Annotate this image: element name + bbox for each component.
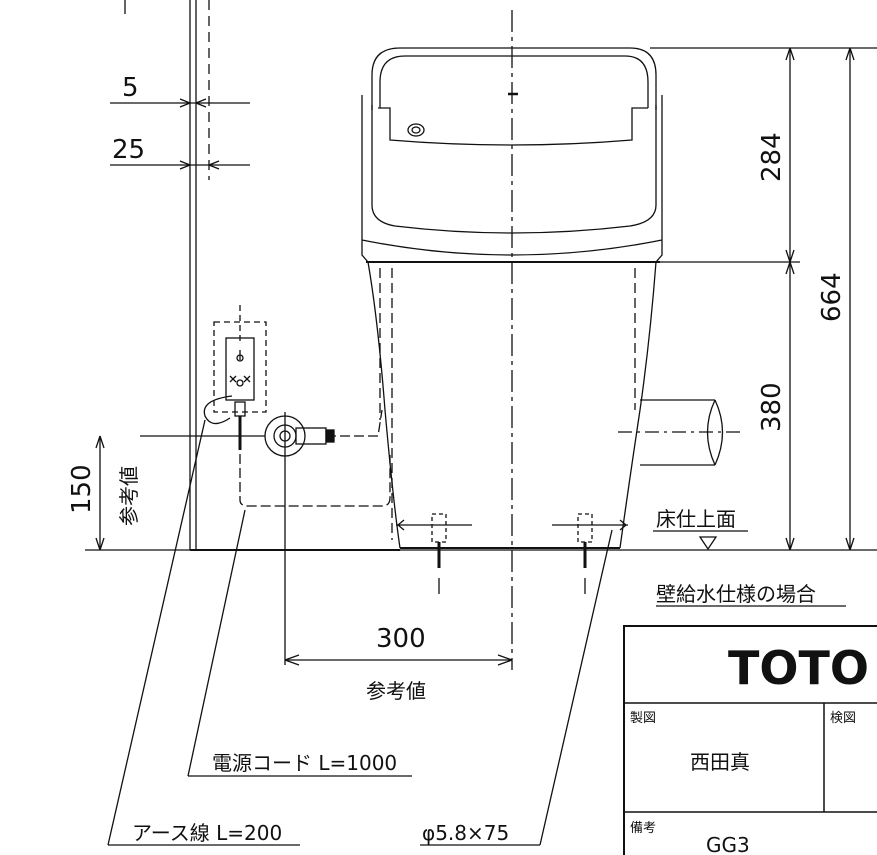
water-pipe <box>640 399 715 466</box>
drawn-by: 西田真 <box>690 750 750 774</box>
wall-supply-label: 壁給水仕様の場合 <box>656 582 816 606</box>
floor-bolt <box>396 513 472 594</box>
checked-label: 検図 <box>830 711 856 726</box>
reference-value: 参考値 <box>366 679 426 703</box>
supply-hose <box>326 409 383 437</box>
remarks-label: 備考 <box>630 820 656 836</box>
outlet-box <box>213 321 267 413</box>
dim-150: 150 <box>67 464 97 514</box>
dim-664: 664 <box>817 272 847 322</box>
power-cord-label: 電源コード L=1000 <box>212 751 397 775</box>
dim-284: 284 <box>757 132 787 182</box>
dim-25: 25 <box>112 135 145 165</box>
floor-finish-marker <box>698 536 718 551</box>
floor-bolt <box>552 513 628 594</box>
floor-finish-label: 床仕上面 <box>656 507 736 531</box>
dim-5: 5 <box>122 73 139 103</box>
reference-value-vertical: 参考値 <box>117 466 141 526</box>
drawn-by-label: 製図 <box>630 711 656 726</box>
earth-wire-label: アース線 L=200 <box>132 821 282 845</box>
button-icon <box>407 123 425 137</box>
remarks: GG3 <box>706 833 750 855</box>
toilet-tank-lid <box>371 47 657 110</box>
bolt-label: φ5.8×75 <box>422 821 509 845</box>
dim-300: 300 <box>376 624 426 654</box>
dim-380: 380 <box>757 382 787 432</box>
toto-logo: TOTO <box>728 641 869 695</box>
title-block <box>623 625 877 855</box>
